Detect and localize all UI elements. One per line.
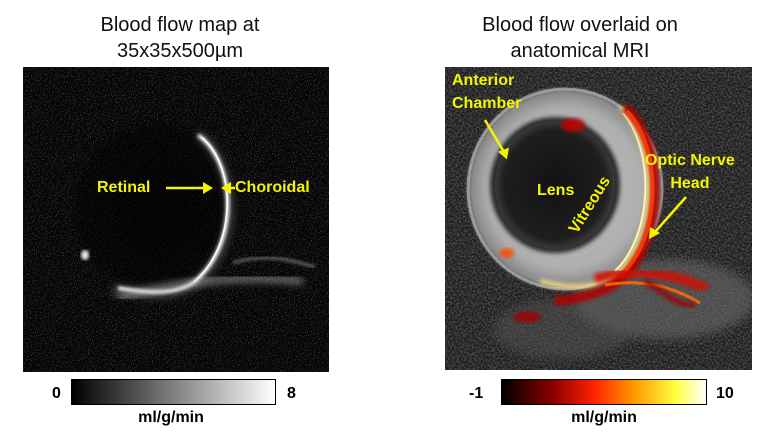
right-title-line1: Blood flow overlaid on xyxy=(482,14,678,36)
anterior-label-line1: Anterior xyxy=(452,72,515,89)
right-panel-title: Blood flow overlaid on anatomical MRI xyxy=(460,12,700,64)
right-colorbar-unit: ml/g/min xyxy=(571,409,637,426)
optic-label-line1: Optic Nerve xyxy=(645,152,735,169)
right-colorbar-min: -1 xyxy=(469,385,484,402)
anterior-label-line2: Chamber xyxy=(452,95,522,112)
blood-flow-map-graphic xyxy=(23,67,329,372)
right-colorbar-max: 10 xyxy=(716,385,734,402)
left-title-line2: 35x35x500µm xyxy=(116,40,244,62)
left-panel-title: Blood flow map at 35x35x500µm xyxy=(60,12,300,64)
left-colorbar xyxy=(71,379,276,405)
retinal-label: Retinal xyxy=(97,179,151,196)
choroidal-label: Choroidal xyxy=(235,179,310,196)
overlay-mri-image: Anterior Chamber Lens Vitreous Optic Ner… xyxy=(445,67,752,370)
right-title-line2: anatomical MRI xyxy=(510,40,650,62)
left-colorbar-unit: ml/g/min xyxy=(138,409,204,426)
optic-nerve-head-label: Optic Nerve Head xyxy=(645,151,735,193)
anterior-chamber-label: Anterior Chamber xyxy=(452,71,521,113)
left-title-line1: Blood flow map at xyxy=(100,14,260,36)
right-colorbar xyxy=(501,379,707,405)
overlay-mri-graphic xyxy=(445,67,752,370)
blood-flow-map-image: Retinal Choroidal xyxy=(23,67,329,372)
left-colorbar-max: 8 xyxy=(287,385,296,402)
optic-label-line2: Head xyxy=(670,175,710,192)
left-colorbar-min: 0 xyxy=(52,385,61,402)
lens-label: Lens xyxy=(537,182,575,199)
